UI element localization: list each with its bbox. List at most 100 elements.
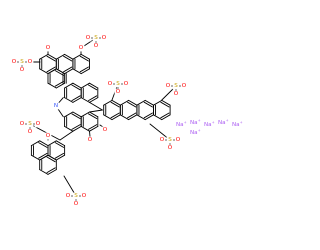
aromatic-inner-line [160,112,170,119]
ring-bond-line [80,125,90,132]
ring-oxygen-atom: O [103,127,108,133]
ring-bond-line [47,169,57,175]
ring-bond-line [80,53,90,60]
atom-label-background [174,136,182,144]
sodium-symbol: Na [190,120,198,126]
atom-label-background [44,44,52,52]
aromatic-inner-line [63,55,73,62]
ring-oxygen-atom: O [46,45,51,51]
sulfonate-group-6-oxygen: O [182,83,187,89]
link-bond-line [89,109,103,113]
aromatic-inner-line [88,95,98,102]
atom-label-background [44,132,52,140]
ring-bond-line [64,125,74,132]
sodium-charge: + [184,121,187,125]
sodium-counterion: Na+ [190,119,201,126]
ring-bond-line [103,114,113,121]
ring-oxygen-atom: O [79,45,84,51]
atom-label-background [26,58,34,66]
ring-bond-line [55,53,66,60]
sulfonate-group-6-oxygen: O [166,83,171,89]
ring-bond-line [55,140,66,147]
atom-label-background [180,82,188,90]
aromatic-inner-line [38,142,48,148]
sodium-symbol: Na [204,122,212,128]
sulfonate-group-2-oxygen: O [102,35,107,41]
aromatic-inner-line [127,101,137,108]
sodium-charge: + [226,119,229,123]
counterion-layer: Na+Na+Na+Na+Na+Na+ [176,119,243,136]
ring-bond-line [72,82,82,89]
atom-label-background [52,102,60,110]
link-bond-line [59,130,74,141]
sodium-counterion: Na+ [218,119,229,126]
ring-bond-line [64,68,74,75]
ring-bond-line [80,97,90,103]
ring-bond-line [153,114,163,121]
ring-bond-line [128,114,138,121]
atom-label-background [164,82,172,90]
ring-bond-line [39,68,49,75]
ring-bond-line [111,114,121,121]
ring-bond-line [64,82,74,89]
ring-bond-line [111,99,121,106]
sulfonate-group-2-sulfur: S [94,35,98,41]
ring-bond-line [39,53,49,60]
atom-label-background [72,200,80,208]
aromatic-inner-line [88,84,98,91]
ring-bond-line [72,68,82,75]
aromatic-inner-line [110,101,120,108]
ring-bond-line [153,99,163,106]
ring-bond-line [80,111,90,118]
ring-bond-line [47,68,57,75]
ring-bond-line [39,140,49,147]
aromatic-inner-line [79,66,89,73]
atom-label-background [86,136,94,144]
atom-label-background [166,144,174,152]
aromatic-inner-line [46,156,56,163]
ring-bond-line [47,140,57,147]
ring-bond-line [119,114,130,121]
ring-bond-line [72,111,82,118]
sulfonate-group-1-oxygen: O [20,67,25,73]
sodium-symbol: Na [190,130,198,136]
aromatic-inner-line [54,152,65,159]
ring-bond-line [136,114,146,121]
aromatic-inner-line [54,142,65,148]
atom-label-background [72,192,80,200]
sodium-charge: + [212,121,215,125]
ring-bond-line [128,99,138,106]
aromatic-inner-line [54,80,65,87]
atom-label-background [84,34,92,42]
sodium-charge: + [240,121,243,125]
atom-label-background [122,80,130,88]
sodium-charge: + [198,119,201,123]
ring-bond-line [136,99,146,106]
sulfonate-group-1-oxygen: O [12,59,17,65]
ring-oxygen-atom: O [46,133,51,139]
sodium-charge: + [198,129,201,133]
ring-bond-line [47,154,57,161]
sulfonate-group-1-sulfur: S [20,59,24,65]
sodium-symbol: Na [218,120,226,126]
sulfonate-group-5-oxygen: O [124,81,129,87]
atom-label-background [18,120,26,128]
sodium-counterion: Na+ [176,121,187,128]
sodium-counterion: Na+ [190,129,201,136]
atom-label-background [166,136,174,144]
aromatic-inner-line [127,112,137,119]
aromatic-inner-line [143,112,153,119]
sulfonate-group-5-oxygen: O [116,89,121,95]
aromatic-inner-line [46,66,56,73]
carbonyl-bond-line [89,130,91,137]
ring-bond-line [72,97,82,103]
ring-bond-line [64,97,74,103]
atom-label-background [77,44,85,52]
sulfonate-group-2-oxygen: O [86,35,91,41]
sulfonate-group-1-oxygen: O [28,59,33,65]
ring-bond-line [80,82,90,89]
atom-label-background [158,136,166,144]
atom-label-background [64,192,72,200]
atom-label-background [92,42,100,50]
